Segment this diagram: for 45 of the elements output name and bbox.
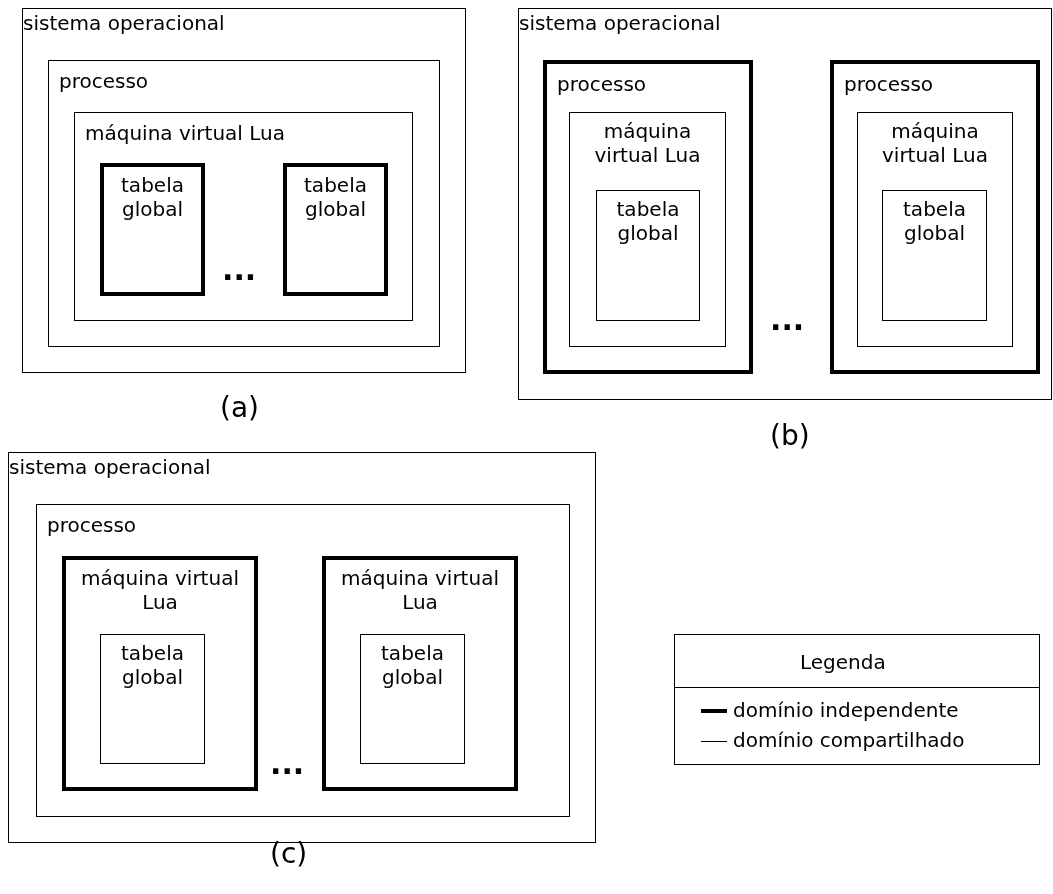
process-box xyxy=(36,504,570,817)
box-title: sistema operacional xyxy=(9,455,211,479)
panel-caption: (b) xyxy=(770,420,810,452)
table-box xyxy=(100,163,205,296)
box-title: máquina virtual Lua xyxy=(80,566,240,614)
table-box xyxy=(283,163,388,296)
ellipsis: ... xyxy=(270,752,305,776)
vm-box xyxy=(74,112,413,321)
system-box xyxy=(518,8,1052,400)
table-box xyxy=(882,190,987,321)
box-title: processo xyxy=(47,513,137,537)
box-title: máquina virtual Lua xyxy=(340,566,500,614)
box-title: tabela global xyxy=(120,173,185,221)
box-title: processo xyxy=(59,69,149,93)
panel-caption: (c) xyxy=(270,838,308,870)
box-title: tabela global xyxy=(120,641,185,689)
table-box xyxy=(596,190,700,321)
box-title: máquina virtual Lua xyxy=(85,121,285,145)
system-box xyxy=(8,452,596,843)
box-title: máquina virtual Lua xyxy=(881,119,989,167)
box-title: máquina virtual Lua xyxy=(593,119,702,167)
box-title: tabela global xyxy=(902,197,967,245)
process-box xyxy=(543,60,753,374)
box-title: sistema operacional xyxy=(23,11,225,35)
box-title: tabela global xyxy=(615,197,681,245)
box-title: sistema operacional xyxy=(519,11,721,35)
panel-caption: (a) xyxy=(220,392,259,424)
table-box xyxy=(360,634,465,764)
vm-box xyxy=(62,556,258,791)
ellipsis: ... xyxy=(222,258,257,282)
box-title: tabela global xyxy=(380,641,445,689)
process-box xyxy=(830,60,1040,374)
vm-box xyxy=(857,112,1013,347)
system-box xyxy=(22,8,466,373)
ellipsis: ... xyxy=(770,308,805,332)
vm-box xyxy=(322,556,518,791)
legend-title: Legenda xyxy=(800,650,886,674)
box-title: processo xyxy=(844,72,934,96)
legend-text: domínio compartilhado xyxy=(733,728,965,752)
box-title: processo xyxy=(557,72,647,96)
table-box xyxy=(100,634,205,764)
process-box xyxy=(48,60,440,347)
box-title: tabela global xyxy=(303,173,368,221)
vm-box xyxy=(569,112,726,347)
legend-text: domínio independente xyxy=(733,698,959,722)
